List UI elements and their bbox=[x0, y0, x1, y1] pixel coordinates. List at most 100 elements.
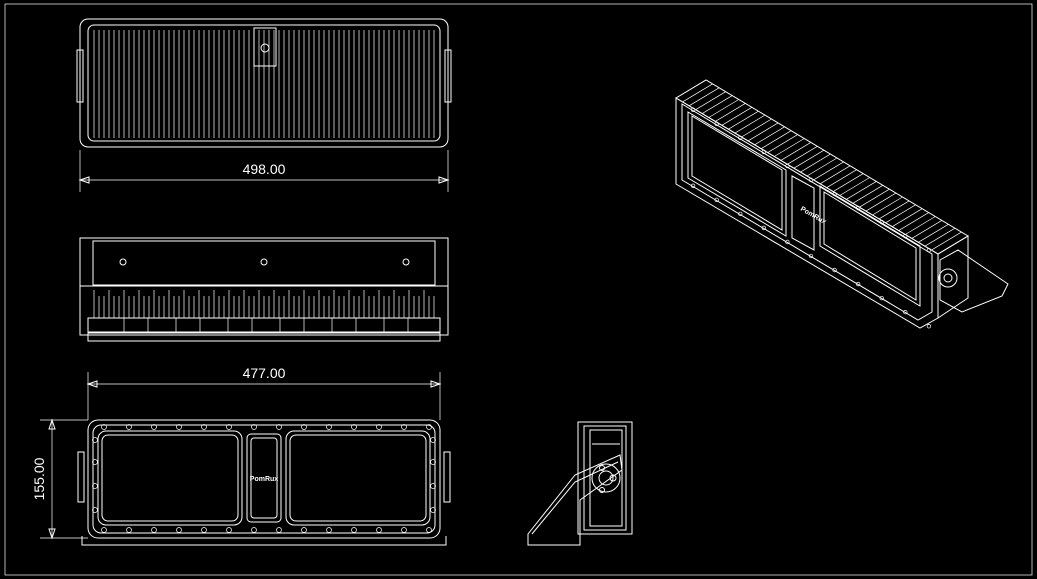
iso-fin-line bbox=[931, 231, 962, 251]
iso-bolt bbox=[714, 197, 719, 202]
iso-fin-line bbox=[767, 134, 798, 153]
iso-fin-line bbox=[682, 83, 713, 103]
iso-fin-line bbox=[859, 188, 890, 208]
iso-brand-logo: PomRux bbox=[799, 206, 827, 226]
bolt bbox=[92, 437, 98, 443]
iso-bolt bbox=[903, 310, 908, 315]
iso-fin-line bbox=[800, 153, 831, 173]
iso-bolt bbox=[832, 191, 837, 197]
bolt bbox=[430, 507, 436, 513]
side-fin-block bbox=[279, 317, 305, 333]
top-view bbox=[76, 18, 452, 148]
dimension-front-width-label: 477.00 bbox=[243, 365, 286, 381]
iso-bolt bbox=[690, 107, 696, 112]
bolt bbox=[151, 424, 157, 430]
iso-fin-line bbox=[695, 91, 726, 111]
iso-fin-line bbox=[734, 114, 766, 134]
iso-fin-line bbox=[865, 192, 897, 212]
bolt bbox=[176, 424, 182, 430]
iso-fin-line bbox=[747, 122, 779, 142]
iso-fin-line bbox=[852, 184, 884, 204]
bolt bbox=[326, 424, 332, 430]
iso-fin-line bbox=[754, 126, 785, 146]
bolt bbox=[101, 424, 107, 430]
iso-bolt bbox=[785, 163, 790, 169]
front-view-bolts bbox=[92, 424, 436, 533]
bolt bbox=[351, 424, 357, 430]
iso-bolt bbox=[856, 281, 861, 287]
iso-fin-line bbox=[898, 212, 929, 231]
iso-fin-line bbox=[721, 106, 753, 126]
iso-fin-line bbox=[819, 165, 851, 185]
bolt bbox=[430, 483, 436, 489]
iso-bolt bbox=[903, 234, 908, 239]
iso-fin-line bbox=[708, 99, 739, 118]
iso-fin-line bbox=[760, 130, 792, 150]
bolt bbox=[92, 507, 98, 513]
isometric-view: PomRux bbox=[675, 79, 1009, 329]
bolt bbox=[251, 527, 257, 533]
iso-fin-line bbox=[924, 227, 956, 247]
bolt bbox=[376, 424, 382, 430]
iso-bolt bbox=[808, 253, 814, 259]
iso-fin-line bbox=[878, 200, 910, 220]
iso-fin-line bbox=[715, 103, 746, 122]
iso-fin-line bbox=[839, 177, 870, 196]
iso-bolt bbox=[761, 149, 766, 155]
iso-fin-line bbox=[702, 95, 733, 114]
iso-fin-line bbox=[774, 138, 805, 157]
iso-fin-line bbox=[885, 204, 916, 224]
bolt bbox=[430, 459, 436, 465]
drawing-frame bbox=[4, 3, 1033, 576]
bolt bbox=[101, 527, 107, 533]
side-view bbox=[79, 237, 449, 342]
iso-bolt bbox=[808, 177, 814, 183]
bolt bbox=[226, 527, 232, 533]
iso-fin-line bbox=[787, 145, 818, 165]
bolt bbox=[126, 527, 132, 533]
bolt bbox=[426, 527, 432, 533]
iso-bolt bbox=[690, 183, 696, 188]
iso-fin-line bbox=[675, 79, 707, 99]
iso-fin-line bbox=[813, 161, 844, 181]
side-view-fins bbox=[93, 290, 435, 333]
iso-bolt bbox=[785, 239, 790, 245]
iso-fin-line bbox=[780, 142, 811, 161]
iso-fin-line bbox=[806, 157, 838, 177]
iso-bolt bbox=[714, 121, 719, 126]
dimension-front-height: 155.00 bbox=[31, 418, 88, 540]
iso-fin-line bbox=[793, 149, 825, 169]
side-fin-block bbox=[123, 317, 149, 333]
top-view-fins bbox=[93, 30, 435, 138]
bolt bbox=[251, 424, 257, 430]
iso-bolt bbox=[738, 135, 743, 141]
dimension-top-width-label: 498.00 bbox=[243, 161, 286, 177]
bolt bbox=[276, 527, 282, 533]
bolt bbox=[301, 527, 307, 533]
iso-bolt bbox=[832, 267, 837, 273]
side-fin-block bbox=[331, 317, 357, 333]
bolt bbox=[301, 424, 307, 430]
bolt bbox=[92, 459, 98, 465]
bolt bbox=[401, 527, 407, 533]
iso-fin-line bbox=[826, 169, 857, 189]
side-fin-block bbox=[227, 317, 253, 333]
bolt bbox=[426, 424, 432, 430]
bolt bbox=[126, 424, 132, 430]
isometric-view-fins bbox=[675, 79, 962, 251]
iso-bolt bbox=[879, 295, 884, 301]
iso-fin-line bbox=[846, 181, 877, 200]
iso-bolt bbox=[856, 205, 861, 211]
iso-bolt bbox=[926, 248, 932, 253]
bolt bbox=[401, 424, 407, 430]
bolt bbox=[376, 527, 382, 533]
dimension-top-width: 498.00 bbox=[78, 150, 450, 192]
iso-fin-line bbox=[688, 87, 720, 107]
iso-fin-line bbox=[911, 220, 942, 239]
bolt bbox=[176, 527, 182, 533]
iso-bolt bbox=[926, 324, 932, 329]
iso-fin-line bbox=[918, 223, 949, 243]
bolt bbox=[92, 483, 98, 489]
side-fin-block bbox=[175, 317, 201, 333]
